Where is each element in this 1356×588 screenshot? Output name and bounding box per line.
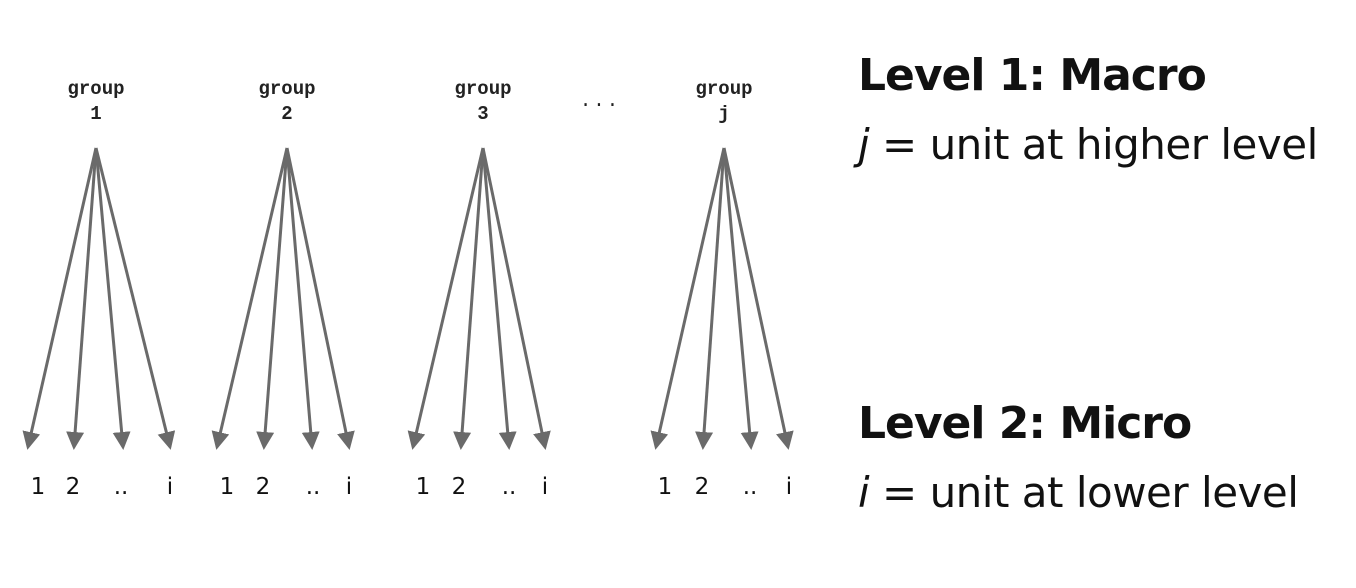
leaf-label: 2: [452, 474, 467, 500]
arrow-group-1-to-leaf-3: [94, 147, 131, 450]
arrow-group-3-to-leaf-4: [481, 147, 551, 450]
arrow-group-2-to-leaf-1: [211, 147, 289, 450]
arrow-group-3-to-leaf-3: [481, 147, 517, 450]
leaf-label: i: [167, 474, 173, 500]
leaf-label: i: [542, 474, 548, 500]
leaf-label: 1: [416, 474, 431, 500]
leaf-label: ..: [306, 474, 321, 500]
arrow-group-2-to-leaf-4: [285, 147, 355, 450]
arrow-group-1-to-leaf-1: [22, 147, 98, 450]
group-id: 3: [477, 103, 488, 125]
level1-description-text: = unit at higher level: [869, 120, 1318, 169]
leaf-label: ..: [743, 474, 758, 500]
leaf-label: i: [786, 474, 792, 500]
level1-description: j = unit at higher level: [858, 120, 1318, 169]
leaf-label: i: [346, 474, 352, 500]
leaf-label: 2: [695, 474, 710, 500]
arrow-group-j-to-leaf-1: [650, 147, 726, 450]
arrow-group-3-to-leaf-1: [407, 147, 485, 450]
group-id: 2: [281, 103, 292, 125]
group-title: group: [695, 78, 752, 100]
leaf-label: 1: [31, 474, 46, 500]
group-id: j: [718, 103, 729, 125]
level2-description-text: = unit at lower level: [869, 468, 1299, 517]
level2-symbol: i: [858, 468, 870, 517]
leaf-label: 2: [66, 474, 81, 500]
arrow-group-j-to-leaf-4: [722, 147, 794, 450]
leaf-label: ..: [502, 474, 517, 500]
arrow-group-2-to-leaf-3: [285, 147, 320, 450]
arrow-group-3-to-leaf-2: [453, 147, 485, 450]
arrow-group-1-to-leaf-4: [94, 147, 176, 450]
level2-description: i = unit at lower level: [858, 468, 1299, 517]
level1-title: Level 1: Macro: [858, 50, 1207, 101]
level2-title: Level 2: Micro: [858, 398, 1192, 449]
arrow-group-1-to-leaf-2: [66, 147, 98, 450]
leaf-label: 2: [256, 474, 271, 500]
level1-symbol: j: [858, 120, 870, 169]
groups-ellipsis: ...: [580, 90, 620, 112]
arrow-group-j-to-leaf-2: [695, 147, 726, 450]
arrow-group-j-to-leaf-3: [722, 147, 759, 450]
arrow-group-2-to-leaf-2: [256, 147, 289, 450]
group-title: group: [258, 78, 315, 100]
leaf-label: 1: [220, 474, 235, 500]
group-title: group: [67, 78, 124, 100]
group-title: group: [454, 78, 511, 100]
group-id: 1: [90, 103, 101, 125]
leaf-label: ..: [114, 474, 129, 500]
leaf-label: 1: [658, 474, 673, 500]
